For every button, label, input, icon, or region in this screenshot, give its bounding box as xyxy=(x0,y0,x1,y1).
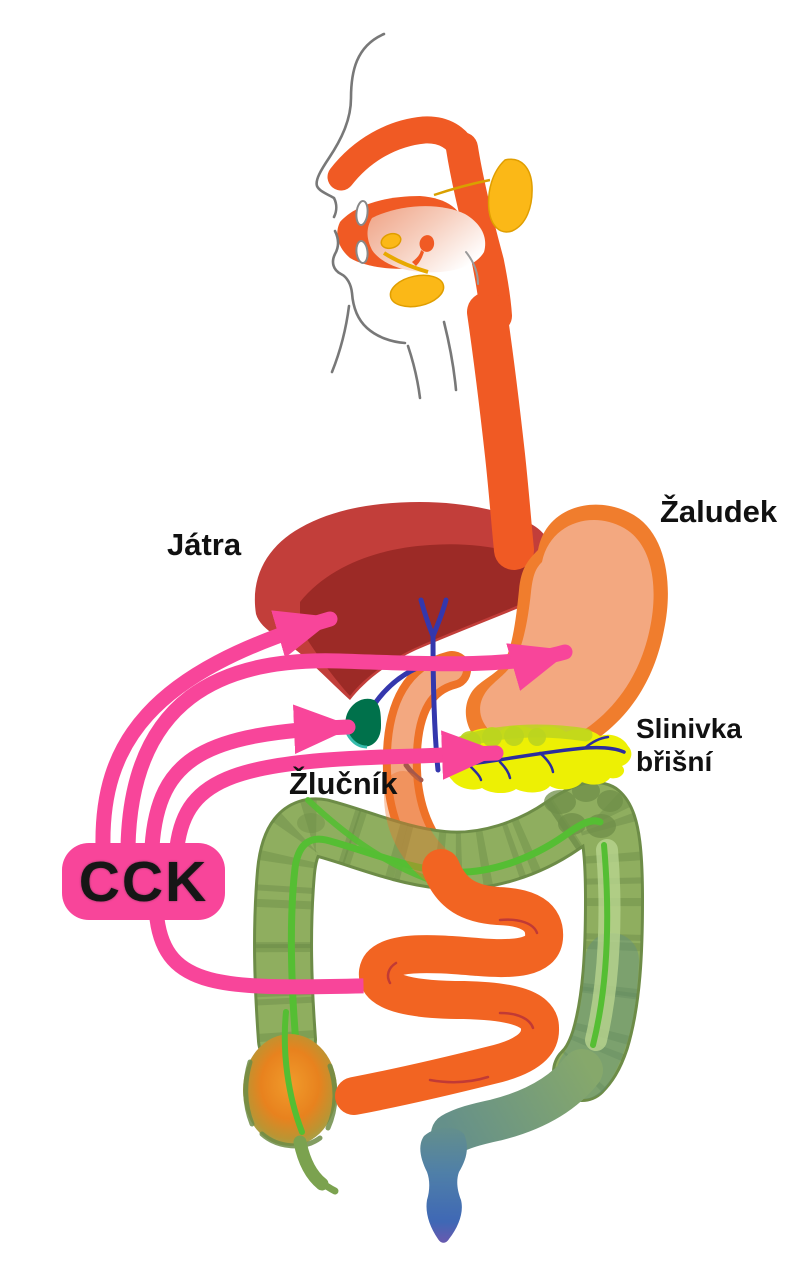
taenia-transverse-line xyxy=(305,797,433,883)
pancreas-label-line1: Slinivka xyxy=(636,713,742,744)
small-intestine-coils xyxy=(335,849,564,1115)
head-group xyxy=(315,32,533,400)
sublingual-gland-shape xyxy=(380,232,402,250)
cck-arrow-to-stomach xyxy=(120,643,573,855)
gallbladder-body xyxy=(345,698,381,747)
stomach-label: Žaludek xyxy=(660,494,778,529)
cecum-lump-arcs xyxy=(243,1059,338,1149)
appendix-tip xyxy=(314,1176,339,1195)
cecum-shape xyxy=(243,1009,339,1195)
tooth-lower xyxy=(355,240,369,264)
gallbladder-label: Žlučník xyxy=(289,766,398,801)
small-intestine-shape xyxy=(335,849,564,1115)
cck-hormone-badge: CCK xyxy=(62,843,225,920)
duodenum-papilla-mark xyxy=(403,762,424,783)
cecum-taenia-line xyxy=(281,1009,305,1135)
sublingual-duct-line xyxy=(382,251,429,274)
rectum-body xyxy=(420,1127,467,1243)
liver-label: Játra xyxy=(167,527,242,562)
cck-arrow-to-pancreas xyxy=(169,730,504,855)
taenia-descending-line xyxy=(590,842,611,1048)
pancreas-label: Slinivka břišní xyxy=(636,712,742,778)
small-intestine-fold-lines xyxy=(386,918,539,1084)
face-profile-outline xyxy=(315,32,479,400)
parotid-duct-line xyxy=(433,178,491,197)
pancreas-label-line2: břišní xyxy=(636,746,713,778)
esophagus-shape xyxy=(467,292,534,570)
colon-shape xyxy=(253,780,644,1102)
parotid-gland-shape xyxy=(487,158,533,233)
cck-arrow-to-liver xyxy=(95,610,338,855)
submandibular-gland-shape xyxy=(389,274,445,308)
cck-arrow-to-small-intestine xyxy=(148,910,364,995)
uvula-shape xyxy=(412,235,435,266)
sigmoid-colon xyxy=(431,1049,603,1155)
cck-arrows-group xyxy=(95,610,573,995)
tooth-upper xyxy=(355,200,369,226)
nasal-pharynx-shape xyxy=(327,116,478,191)
cck-arrow-to-gallbladder xyxy=(144,704,356,855)
rectum-shape xyxy=(420,1049,603,1243)
splenic-flexure-lumps xyxy=(297,780,623,838)
